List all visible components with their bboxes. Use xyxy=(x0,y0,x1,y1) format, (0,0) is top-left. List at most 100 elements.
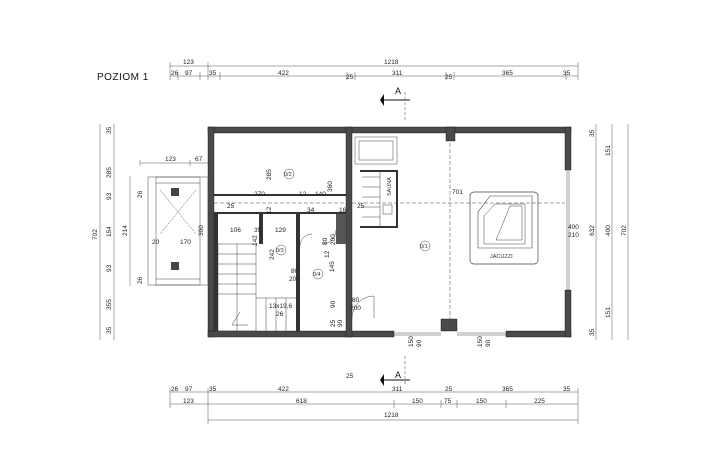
dim-140: 140 xyxy=(315,191,326,198)
dim-200a: 200 xyxy=(330,234,337,245)
jacuzzi-label: JACUZZI xyxy=(490,254,513,260)
dim-200c: 200 xyxy=(350,305,361,312)
dim-200b: 200 xyxy=(289,276,300,283)
dim-bottom-225: 225 xyxy=(534,398,545,405)
dim-285: 285 xyxy=(266,169,273,180)
dim-142: 142 xyxy=(252,235,259,246)
dim-90a: 90 xyxy=(330,300,337,308)
dim-129: 129 xyxy=(275,227,286,234)
dim-bottom-150b: 150 xyxy=(476,398,487,405)
sauna: SAUNA xyxy=(354,136,398,228)
room-labels: 0/2 0/1 0/3 0/4 xyxy=(275,168,431,280)
dim-bottom-75: 75 xyxy=(444,398,452,405)
dim-145: 145 xyxy=(329,261,336,272)
window-lines xyxy=(394,170,570,336)
dim-top-total: 1218 xyxy=(384,59,399,66)
top-dimensions: 123 1218 26 97 35 422 25 311 25 365 35 xyxy=(169,59,579,81)
dim-400: 400 xyxy=(568,224,579,231)
dim-top-26: 26 xyxy=(171,70,179,77)
left-dimensions: 702 35 285 93 154 93 355 35 214 26 26 xyxy=(92,124,144,340)
dim-12c: 12 xyxy=(324,250,331,258)
dim-right-35b: 35 xyxy=(589,328,596,336)
dim-bottom-123: 123 xyxy=(183,398,194,405)
dim-20: 20 xyxy=(152,239,160,246)
dim-bottom-total: 1218 xyxy=(384,412,399,419)
dim-80c: 80 xyxy=(352,297,360,304)
dim-top-123: 123 xyxy=(183,59,194,66)
dim-80b: 80 xyxy=(291,268,299,275)
dim-left-35a: 35 xyxy=(106,126,113,134)
dim-bottom-422: 422 xyxy=(278,386,289,393)
right-dimensions: 35 151 400 151 35 632 702 xyxy=(589,124,629,340)
dim-left-26b: 26 xyxy=(137,276,144,284)
dim-left-93b: 93 xyxy=(106,264,113,272)
dim-90b: 90 xyxy=(337,319,344,327)
dim-170: 170 xyxy=(180,239,191,246)
dim-34: 34 xyxy=(307,207,315,214)
dim-right-151b: 151 xyxy=(605,307,612,318)
dim-right-151a: 151 xyxy=(605,145,612,156)
dim-25a: 25 xyxy=(227,203,235,210)
room-label-0-1: 0/1 xyxy=(420,244,428,250)
dim-701: 701 xyxy=(452,189,463,196)
dim-25c: 25 xyxy=(330,319,337,327)
dim-242: 242 xyxy=(269,249,276,260)
section-marker-bottom: A xyxy=(380,356,410,386)
dim-bottom-311: 311 xyxy=(392,386,403,393)
dim-90c: 90 xyxy=(416,339,423,347)
dim-bottom-35a: 35 xyxy=(209,386,217,393)
dim-25b: 25 xyxy=(357,203,365,210)
dim-left-154: 154 xyxy=(106,226,113,237)
dim-bottom-97: 97 xyxy=(185,386,193,393)
dim-210: 210 xyxy=(568,232,579,239)
staircase xyxy=(217,243,296,332)
dim-top-35a: 35 xyxy=(209,70,217,77)
bottom-dimensions: 25 26 97 35 422 311 25 365 35 123 618 15… xyxy=(169,373,579,424)
inner-walls xyxy=(214,194,346,331)
dim-12b: 12 xyxy=(266,206,273,214)
dim-right-35a: 35 xyxy=(589,129,596,137)
dim-12a: 12 xyxy=(299,191,307,198)
dim-90d: 90 xyxy=(485,339,492,347)
section-marker-top: A xyxy=(380,86,410,120)
dim-left-214: 214 xyxy=(122,225,129,236)
dim-top-422: 422 xyxy=(278,70,289,77)
dim-67: 67 xyxy=(195,156,203,163)
dim-top-311: 311 xyxy=(392,70,403,77)
entrance-stairs: 123 67 170 20 300 xyxy=(139,156,209,286)
dim-106: 106 xyxy=(230,227,241,234)
dim-bottom-25: 25 xyxy=(346,373,354,380)
dim-bottom-618: 618 xyxy=(296,398,307,405)
dim-150a: 150 xyxy=(408,336,415,347)
sauna-label: SAUNA xyxy=(387,177,393,196)
dim-top-25b: 25 xyxy=(445,74,453,81)
dim-left-93a: 93 xyxy=(106,192,113,200)
dim-123-entrance: 123 xyxy=(165,156,176,163)
dim-80a: 80 xyxy=(322,237,329,245)
dim-left-26a: 26 xyxy=(137,190,144,198)
interior-dimensions: 270 12 140 34 16 25 25 285 360 12 106 35… xyxy=(227,169,579,347)
dim-150b: 150 xyxy=(477,336,484,347)
axis-lines xyxy=(214,137,565,331)
dim-bottom-35b: 35 xyxy=(563,386,571,393)
dim-left-35b: 35 xyxy=(106,326,113,334)
dim-top-25a: 25 xyxy=(346,74,354,81)
room-label-0-4: 0/4 xyxy=(313,272,321,278)
dim-bottom-26: 26 xyxy=(171,386,179,393)
dim-35: 35 xyxy=(254,227,262,234)
dim-bottom-25b: 25 xyxy=(445,386,453,393)
dim-right-632: 632 xyxy=(589,225,596,236)
dim-26: 26 xyxy=(276,311,284,318)
dim-bottom-365: 365 xyxy=(502,386,513,393)
dim-right-total: 702 xyxy=(621,225,628,236)
door-swings xyxy=(299,229,375,319)
dim-right-400: 400 xyxy=(605,225,612,236)
dim-top-97: 97 xyxy=(185,70,193,77)
dim-360: 360 xyxy=(327,181,334,192)
section-label-top: A xyxy=(395,86,401,96)
dim-270: 270 xyxy=(254,191,265,198)
plan-title: POZIOM 1 xyxy=(97,72,149,83)
dim-left-355: 355 xyxy=(106,299,113,310)
dim-bottom-150a: 150 xyxy=(412,398,423,405)
